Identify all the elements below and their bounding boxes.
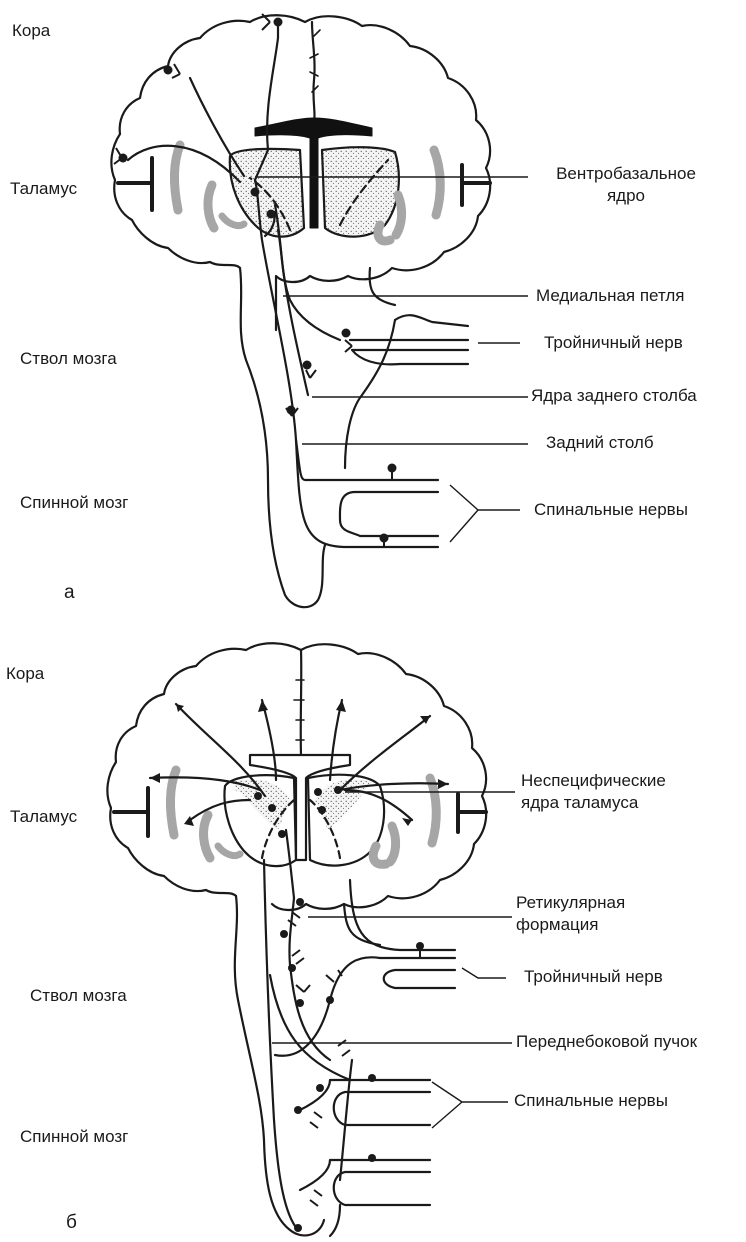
- label-dorsal-column: Задний столб: [546, 432, 654, 454]
- label-trigeminal-nerve-b: Тройничный нерв: [524, 966, 663, 988]
- label-ventrobasal-line1: Вентробазальное: [532, 163, 720, 185]
- panel-letter-a: а: [64, 582, 75, 604]
- label-ventrobasal-nucleus: Вентробазальное ядро: [532, 163, 720, 207]
- label-dorsal-column-nuclei: Ядра заднего столба: [531, 385, 697, 407]
- label-thalamus-b: Таламус: [10, 806, 77, 828]
- panel-letter-b: б: [66, 1212, 77, 1234]
- label-nonspecific-nuclei: Неспецифические ядра таламуса: [521, 770, 666, 814]
- panel-b: [107, 643, 486, 1236]
- label-spinal-nerves-b: Спинальные нервы: [514, 1090, 668, 1112]
- synapse-dots-a: [119, 18, 397, 543]
- panel-a: [111, 15, 490, 607]
- label-spinal-nerves-a: Спинальные нервы: [534, 499, 688, 521]
- label-spinal-cord-b: Спинной мозг: [20, 1126, 128, 1148]
- label-reticular-line1: Ретикулярная: [516, 892, 625, 914]
- label-thalamus-a: Таламус: [10, 178, 77, 200]
- label-brainstem-a: Ствол мозга: [20, 348, 117, 370]
- label-spinal-cord-a: Спинной мозг: [20, 492, 128, 514]
- label-anterolateral-tract: Переднебоковой пучок: [516, 1031, 697, 1053]
- label-reticular-line2: формация: [516, 914, 625, 936]
- label-nonspecific-line1: Неспецифические: [521, 770, 666, 792]
- brainstem-right-a: [370, 268, 395, 305]
- label-medial-lemniscus: Медиальная петля: [536, 285, 684, 307]
- brainstem-outline-a: [240, 268, 325, 607]
- label-trigeminal-nerve-a: Тройничный нерв: [544, 332, 683, 354]
- label-reticular-formation: Ретикулярная формация: [516, 892, 625, 936]
- label-cortex-b: Кора: [6, 663, 44, 685]
- label-nonspecific-line2: ядра таламуса: [521, 792, 666, 814]
- label-cortex-a: Кора: [12, 20, 50, 42]
- label-brainstem-b: Ствол мозга: [30, 985, 127, 1007]
- label-ventrobasal-line2: ядро: [532, 185, 720, 207]
